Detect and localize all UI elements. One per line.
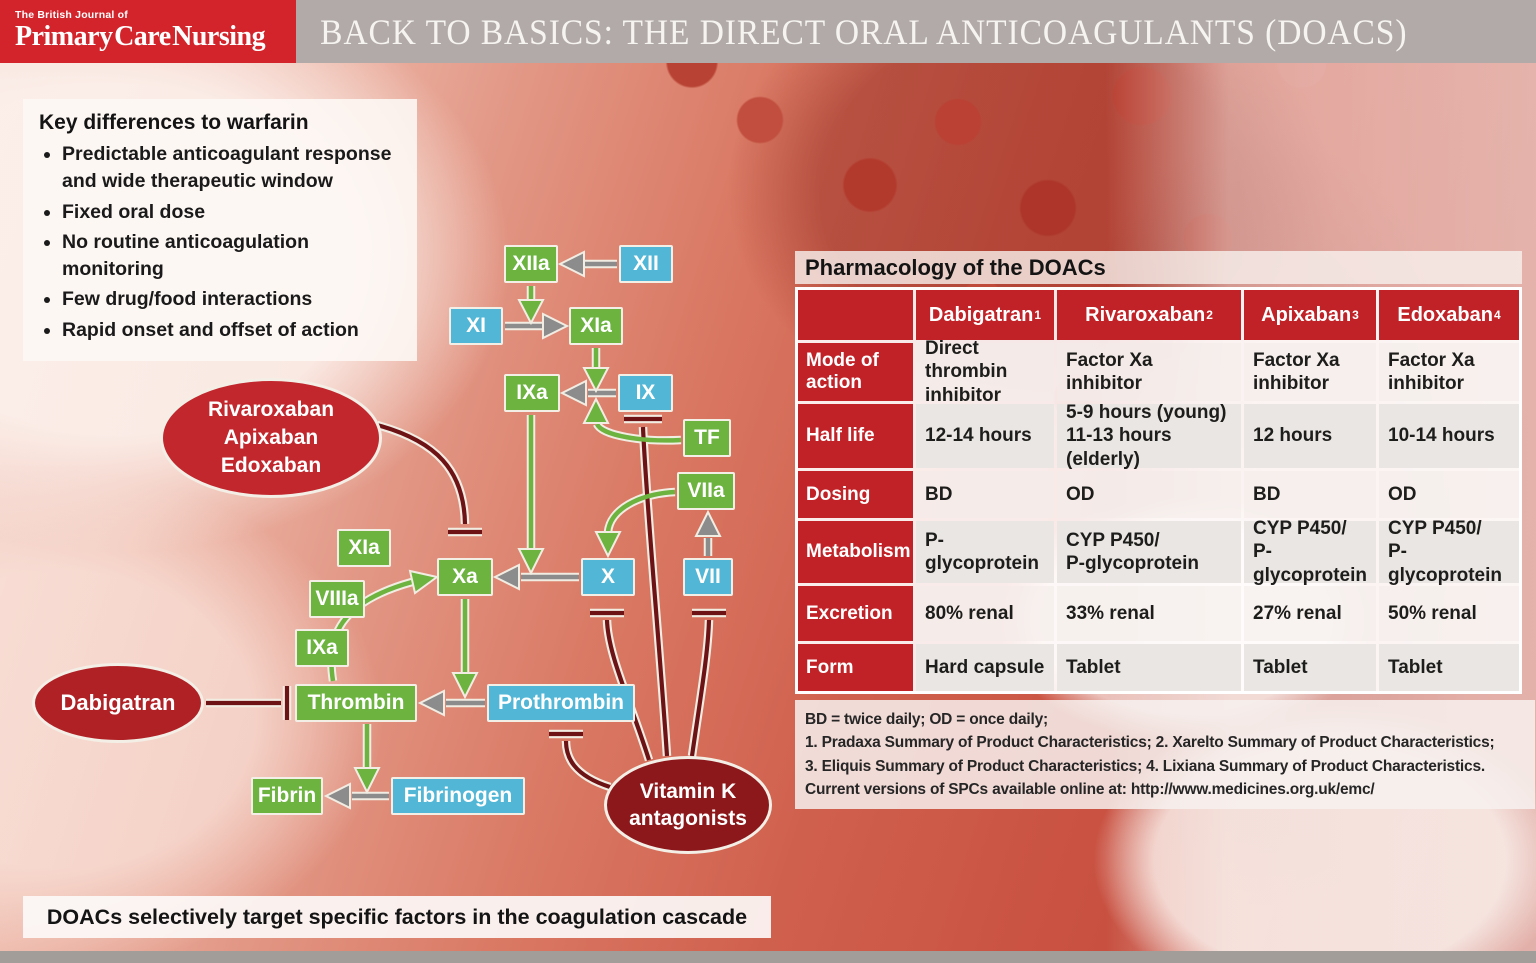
factor-box-Xa: Xa	[437, 558, 493, 596]
drug-name: Rivaroxaban	[207, 398, 335, 422]
factor-box-XIa: XIa	[569, 307, 623, 345]
drug-name: antagonists	[629, 807, 747, 830]
table-cell: 12-14 hours	[916, 404, 1054, 468]
factor-box-X: X	[581, 558, 635, 596]
table-cell: Direct thrombin inhibitor	[916, 338, 1054, 406]
table-row-label: Metabolism	[798, 521, 913, 583]
table-title: Pharmacology of the DOACs	[795, 251, 1522, 284]
table-row-label: Form	[798, 644, 913, 691]
table-cell: Tablet	[1057, 644, 1241, 691]
factor-label-XIa: XIa	[337, 529, 391, 567]
table-cell: BD	[916, 471, 1054, 518]
table-row-label: Half life	[798, 404, 913, 468]
factor-box-TF: TF	[683, 419, 731, 457]
table-corner-cell	[798, 290, 913, 340]
dabigatran-ellipse: Dabigatran	[32, 663, 204, 743]
table-cell: CYP P450/ P-glycoprotein	[1057, 521, 1241, 583]
table-row-label: Excretion	[798, 586, 913, 641]
factor-label-VIIIa: VIIIa	[309, 580, 365, 618]
drug-name: Vitamin K	[639, 779, 737, 803]
table-cell: 5-9 hours (young) 11-13 hours (elderly)	[1057, 402, 1241, 470]
table-cell: Factor Xa inhibitor	[1057, 343, 1241, 401]
xaban-drugs-ellipse: Rivaroxaban Apixaban Edoxaban	[160, 378, 382, 498]
factor-label-IXa: IXa	[295, 629, 349, 667]
table-cell: OD	[1379, 471, 1519, 518]
factor-box-thrombin: Thrombin	[295, 684, 417, 722]
key-differences-panel: Key differences to warfarin Predictable …	[23, 99, 417, 362]
table-cell: Tablet	[1244, 644, 1376, 691]
key-difference-item: Few drug/food interactions	[62, 286, 405, 313]
footnote-line: Current versions of SPCs available onlin…	[805, 780, 1375, 798]
title-bar: BACK TO BASICS: THE DIRECT ORAL ANTICOAG…	[296, 0, 1536, 63]
factor-box-IX: IX	[618, 374, 673, 412]
drug-name: Edoxaban	[220, 453, 322, 477]
table-row-label: Dosing	[798, 471, 913, 518]
table-cell: 12 hours	[1244, 404, 1376, 468]
factor-box-VII: VII	[683, 558, 733, 596]
table-cell: BD	[1244, 471, 1376, 518]
table-cell: Hard capsule	[916, 644, 1054, 691]
footnote-line: 3. Eliquis Summary of Product Characteri…	[805, 757, 1485, 775]
drug-name: Apixaban	[223, 426, 319, 450]
factor-box-XIIa: XIIa	[504, 245, 558, 283]
table-cell: P-glycoprotein	[916, 521, 1054, 583]
key-differences-list: Predictable anticoagulant response and w…	[39, 141, 405, 344]
vitamin-k-antagonists-ellipse: Vitamin K antagonists	[604, 756, 772, 854]
factor-box-IXa: IXa	[504, 374, 560, 412]
journal-logo: The British Journal of Primary Care Nurs…	[0, 0, 296, 63]
drug-name: Dabigatran	[60, 690, 176, 715]
journal-logo-name: Primary Care Nursing	[15, 21, 266, 52]
table-cell: 33% renal	[1057, 586, 1241, 641]
table-cell: OD	[1057, 471, 1241, 518]
page-title: BACK TO BASICS: THE DIRECT ORAL ANTICOAG…	[320, 11, 1408, 52]
footnote-line: BD = twice daily; OD = once daily;	[805, 711, 1048, 728]
table-cell: CYP P450/ P-glycoprotein	[1379, 518, 1519, 586]
key-difference-item: No routine anticoagulation monitoring	[62, 229, 405, 284]
table-cell: Tablet	[1379, 644, 1519, 691]
table-cell: Factor Xa inhibitor	[1379, 343, 1519, 401]
table-cell: 27% renal	[1244, 586, 1376, 641]
table-footnotes: BD = twice daily; OD = once daily; 1. Pra…	[795, 700, 1535, 809]
table-cell: 80% renal	[916, 586, 1054, 641]
key-difference-item: Fixed oral dose	[62, 199, 405, 226]
table-row-label: Mode of action	[798, 343, 913, 401]
table-cell: Factor Xa inhibitor	[1244, 343, 1376, 401]
header: The British Journal of Primary Care Nurs…	[0, 0, 1536, 63]
factor-box-fibrin: Fibrin	[251, 777, 323, 815]
key-difference-item: Rapid onset and offset of action	[62, 317, 405, 344]
cascade-caption: DOACs selectively target specific factor…	[23, 896, 771, 938]
table-cell: 50% renal	[1379, 586, 1519, 641]
factor-box-XII: XII	[619, 245, 673, 283]
footnote-line: 1. Pradaxa Summary of Product Characteri…	[805, 734, 1495, 752]
key-difference-item: Predictable anticoagulant response and w…	[62, 141, 405, 196]
factor-box-XI: XI	[449, 307, 503, 345]
journal-logo-small-text: The British Journal of	[15, 9, 128, 21]
factor-box-VIIa: VIIa	[677, 472, 735, 510]
table-cell: 10-14 hours	[1379, 404, 1519, 468]
factor-box-prothrombin: Prothrombin	[487, 684, 635, 722]
key-differences-title: Key differences to warfarin	[39, 111, 309, 134]
table-cell: CYP P450/ P-glycoprotein	[1244, 518, 1376, 586]
factor-box-fibrinogen: Fibrinogen	[391, 777, 525, 815]
bottom-bar	[0, 951, 1536, 963]
